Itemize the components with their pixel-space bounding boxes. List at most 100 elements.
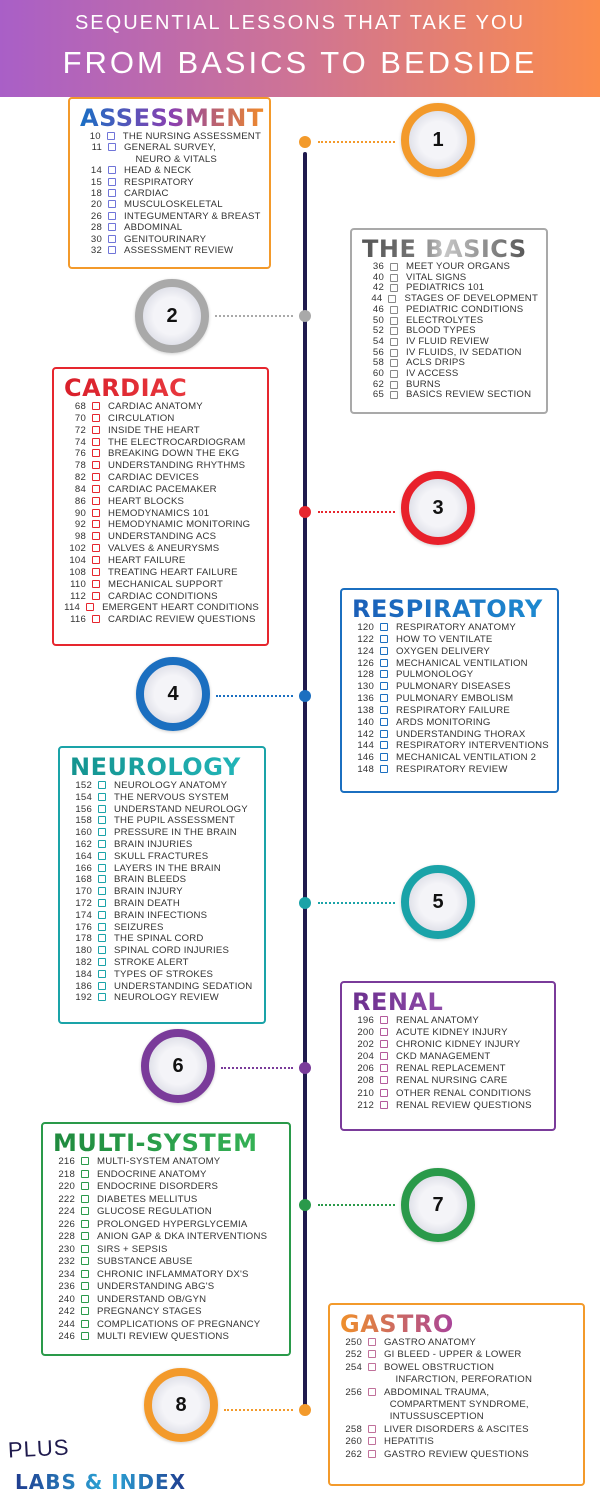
lesson-checkbox[interactable] xyxy=(98,887,106,896)
lesson-checkbox[interactable] xyxy=(390,391,398,400)
lesson-checkbox[interactable] xyxy=(368,1449,376,1458)
lesson-checkbox[interactable] xyxy=(108,189,116,198)
lesson-checkbox[interactable] xyxy=(92,413,100,422)
lesson-checkbox[interactable] xyxy=(81,1182,89,1190)
lesson-checkbox[interactable] xyxy=(92,461,100,470)
lesson-checkbox[interactable] xyxy=(98,792,106,801)
lesson-checkbox[interactable] xyxy=(81,1257,89,1265)
lesson-checkbox[interactable] xyxy=(390,380,398,389)
lesson-checkbox[interactable] xyxy=(98,981,106,990)
lesson-checkbox[interactable] xyxy=(92,591,100,600)
lesson-checkbox[interactable] xyxy=(98,969,106,978)
lesson-checkbox[interactable] xyxy=(98,851,106,860)
lesson-checkbox[interactable] xyxy=(390,359,398,368)
lesson-checkbox[interactable] xyxy=(108,177,116,186)
lesson-checkbox[interactable] xyxy=(368,1362,376,1371)
lesson-checkbox[interactable] xyxy=(380,741,388,750)
lesson-checkbox[interactable] xyxy=(368,1424,376,1433)
lesson-checkbox[interactable] xyxy=(92,473,100,482)
lesson-checkbox[interactable] xyxy=(380,1040,388,1049)
lesson-checkbox[interactable] xyxy=(98,898,106,907)
lesson-checkbox[interactable] xyxy=(92,555,100,564)
lesson-checkbox[interactable] xyxy=(98,863,106,872)
lesson-checkbox[interactable] xyxy=(92,449,100,458)
lesson-checkbox[interactable] xyxy=(390,370,398,379)
lesson-checkbox[interactable] xyxy=(380,1076,388,1085)
lesson-checkbox[interactable] xyxy=(98,804,106,813)
lesson-checkbox[interactable] xyxy=(81,1169,89,1178)
lesson-checkbox[interactable] xyxy=(98,816,106,825)
lesson-checkbox[interactable] xyxy=(92,425,100,434)
lesson-checkbox[interactable] xyxy=(98,957,106,966)
lesson-checkbox[interactable] xyxy=(390,273,398,282)
lesson-checkbox[interactable] xyxy=(388,295,397,304)
lesson-checkbox[interactable] xyxy=(98,781,106,789)
lesson-checkbox[interactable] xyxy=(380,658,388,667)
lesson-checkbox[interactable] xyxy=(390,305,398,314)
lesson-checkbox[interactable] xyxy=(81,1207,89,1215)
lesson-checkbox[interactable] xyxy=(92,520,100,529)
lesson-checkbox[interactable] xyxy=(390,316,398,325)
lesson-checkbox[interactable] xyxy=(98,993,106,1002)
lesson-checkbox[interactable] xyxy=(368,1437,376,1446)
lesson-checkbox[interactable] xyxy=(380,1100,388,1109)
lesson-checkbox[interactable] xyxy=(81,1294,89,1303)
lesson-checkbox[interactable] xyxy=(368,1387,376,1396)
lesson-checkbox[interactable] xyxy=(98,946,106,955)
lesson-checkbox[interactable] xyxy=(81,1219,89,1228)
lesson-checkbox[interactable] xyxy=(368,1350,376,1359)
lesson-checkbox[interactable] xyxy=(92,532,100,541)
lesson-checkbox[interactable] xyxy=(108,246,116,255)
